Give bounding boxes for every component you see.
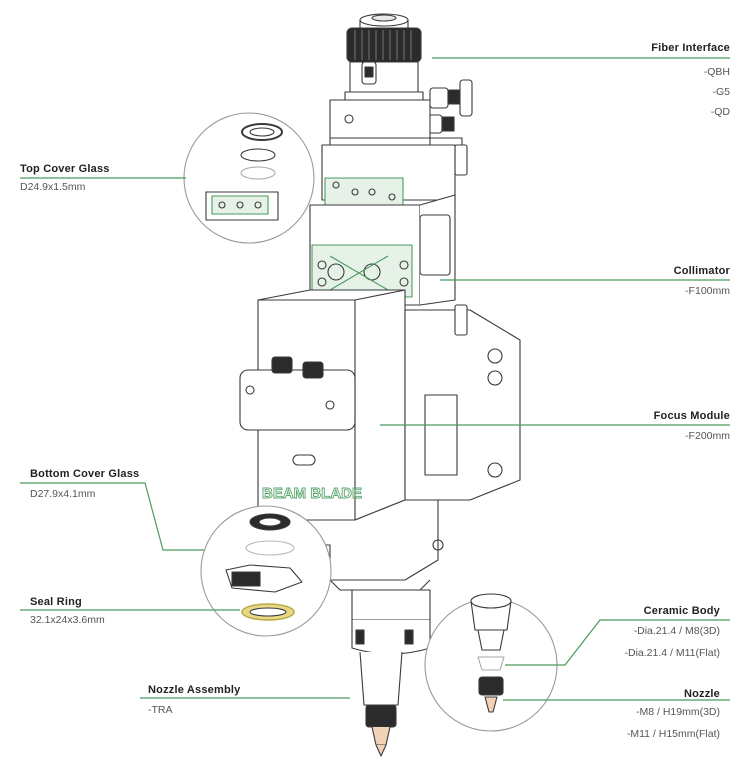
top-cover-glass-title: Top Cover Glass — [20, 163, 110, 175]
focus-module-title: Focus Module — [653, 410, 730, 422]
collimator-callout: Collimator -F100mm — [674, 265, 730, 297]
nozzle-assembly-spec: -TRA — [148, 704, 173, 716]
ceramic-body-spec-flat: -Dia.21.4 / M11(Flat) — [624, 647, 721, 659]
brand-text: BEAM BLADE — [262, 485, 362, 502]
seal-ring-spec: 32.1x24x3.6mm — [30, 614, 105, 626]
top-cover-glass-spec: D24.9x1.5mm — [20, 181, 86, 193]
fiber-interface-spec-qd: -QD — [710, 106, 730, 118]
ceramic-body-title: Ceramic Body — [643, 605, 720, 617]
leader-lines — [20, 57, 730, 701]
nozzle-callout: Nozzle -M8 / H19mm(3D) -M11 / H15mm(Flat… — [627, 688, 720, 740]
seal-ring-title: Seal Ring — [30, 596, 82, 608]
fiber-interface-spec-g5: -G5 — [712, 86, 730, 98]
focus-module-callout: Focus Module -F200mm — [654, 410, 730, 442]
ceramic-body-callout: Ceramic Body -Dia.21.4 / M8(3D) -Dia.21.… — [625, 605, 721, 659]
nozzle-assembly-callout: Nozzle Assembly -TRA — [148, 684, 240, 716]
bottom-cover-glass-callout: Bottom Cover Glass D27.9x4.1mm — [30, 468, 139, 500]
fiber-interface-callout: Fiber Interface -QBH -G5 -QD — [651, 42, 730, 118]
focus-module-spec: -F200mm — [685, 430, 730, 442]
ceramic-body-spec-3d: -Dia.21.4 / M8(3D) — [633, 625, 720, 637]
fiber-interface-title: Fiber Interface — [651, 42, 730, 54]
nozzle-assembly-column — [351, 589, 431, 757]
collimator-spec: -F100mm — [685, 285, 730, 297]
bottom-cover-glass-title: Bottom Cover Glass — [30, 468, 140, 480]
top-cover-glass-drawer — [324, 177, 404, 207]
bottom-cover-glass-detail — [200, 505, 332, 637]
top-cover-glass-detail — [183, 112, 315, 244]
top-cover-glass-callout: Top Cover Glass D24.9x1.5mm — [20, 163, 110, 193]
fiber-interface-spec-qbh: -QBH — [703, 66, 730, 78]
seal-ring-callout: Seal Ring 32.1x24x3.6mm — [30, 596, 105, 626]
nozzle-spec-3d: -M8 / H19mm(3D) — [635, 706, 720, 718]
bottom-cover-glass-spec: D27.9x4.1mm — [30, 488, 96, 500]
collimator-block — [309, 194, 456, 306]
nozzle-assembly-title: Nozzle Assembly — [148, 684, 241, 696]
nozzle-spec-flat: -M11 / H15mm(Flat) — [626, 728, 720, 740]
side-frame — [404, 304, 521, 501]
nozzle-detail — [424, 593, 558, 732]
collimator-title: Collimator — [673, 265, 730, 277]
nozzle-title: Nozzle — [683, 688, 720, 700]
focus-module-housing — [239, 289, 406, 521]
